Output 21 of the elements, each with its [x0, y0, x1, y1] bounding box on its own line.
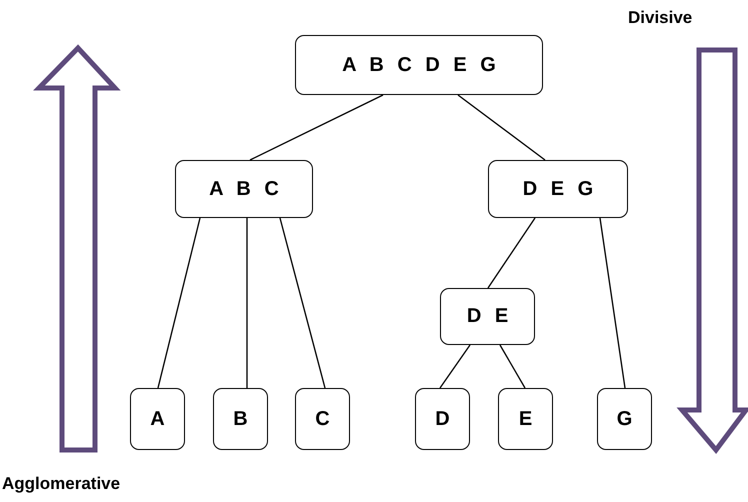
connector-line — [487, 218, 536, 288]
connector-line — [439, 344, 471, 388]
connector-line — [279, 218, 326, 388]
connector-line — [599, 218, 626, 388]
cluster-box: D E G — [488, 160, 628, 218]
direction-label: Divisive — [628, 8, 692, 28]
cluster-box: A B C — [175, 160, 313, 218]
cluster-box: E — [498, 388, 553, 450]
cluster-box: G — [597, 388, 652, 450]
connector-line — [499, 344, 526, 388]
cluster-box: B — [213, 388, 268, 450]
connector-line — [157, 218, 201, 388]
cluster-box: A — [130, 388, 185, 450]
connector-line — [246, 218, 248, 388]
connector-line — [250, 94, 384, 161]
cluster-box: C — [295, 388, 350, 450]
connector-line — [458, 94, 546, 161]
direction-label: Agglomerative — [2, 474, 120, 494]
cluster-box: D E — [440, 288, 535, 345]
cluster-box: A B C D E G — [295, 35, 543, 95]
cluster-box: D — [415, 388, 470, 450]
